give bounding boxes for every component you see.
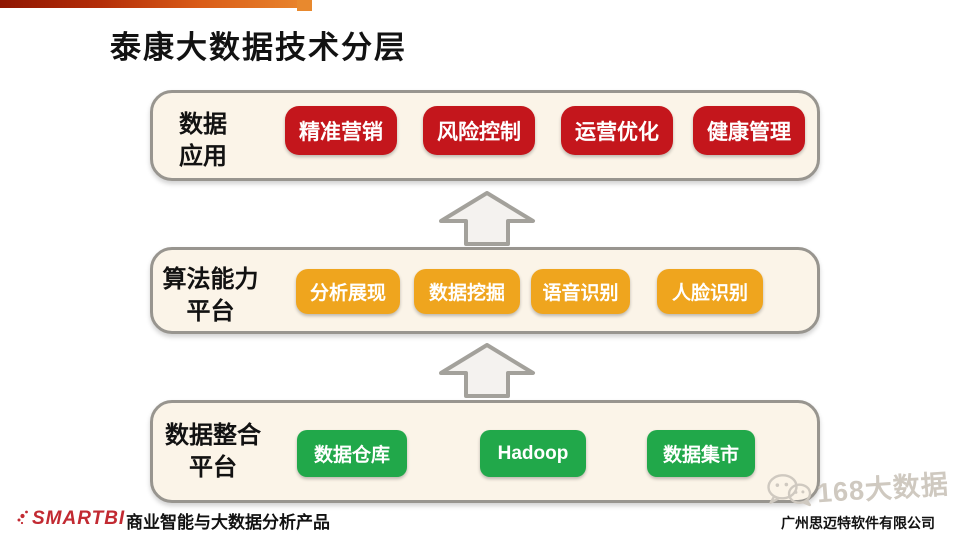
wechat-icon [765,471,814,515]
chip-analysis-presentation: 分析展现 [296,269,400,314]
chip-hadoop: Hadoop [480,430,586,477]
label-line: 平台 [189,453,237,481]
chip-data-mining: 数据挖掘 [414,269,520,314]
label-line: 算法能力 [162,266,259,293]
layer-algorithm-platform-label: 算法能力 平台 [153,264,268,327]
label-line: 应用 [179,142,227,170]
top-accent-bar [0,0,297,8]
layer-data-application: 数据 应用 精准营销 风险控制 运营优化 健康管理 [150,90,820,181]
smartbi-logo-text: SMARTBI [32,507,126,529]
label-line: 数据 [179,111,227,138]
layer-data-integration-platform-label: 数据整合 平台 [153,420,273,483]
chip-data-warehouse: 数据仓库 [297,430,407,477]
footer-tagline: 商业智能与大数据分析产品 [126,513,330,532]
chip-operation-optimization: 运营优化 [561,106,673,155]
label-line: 数据整合 [165,422,261,449]
chip-data-mart: 数据集市 [647,430,755,477]
chip-speech-recognition: 语音识别 [531,269,630,314]
top-accent-bar-cap [297,0,312,11]
chip-precision-marketing: 精准营销 [285,106,397,155]
chip-health-management: 健康管理 [693,106,805,155]
label-line: 平台 [186,297,235,325]
watermark-text: 168大数据 [816,469,950,509]
footer-company-name: 广州思迈特软件有限公司 [781,515,935,531]
up-arrow-icon [438,191,536,246]
page-title: 泰康大数据技术分层 [110,30,407,65]
layer-algorithm-platform: 算法能力 平台 分析展现 数据挖掘 语音识别 人脸识别 [150,247,820,334]
chip-face-recognition: 人脸识别 [657,269,763,314]
dot-cluster-icon [16,505,30,532]
chip-risk-control: 风险控制 [423,106,535,155]
up-arrow-icon [438,343,536,398]
layer-data-integration-platform: 数据整合 平台 数据仓库 Hadoop 数据集市 [150,400,820,503]
watermark: 168大数据 [765,461,950,515]
smartbi-logo: SMARTBI [16,505,125,532]
layer-data-application-label: 数据 应用 [153,109,253,172]
